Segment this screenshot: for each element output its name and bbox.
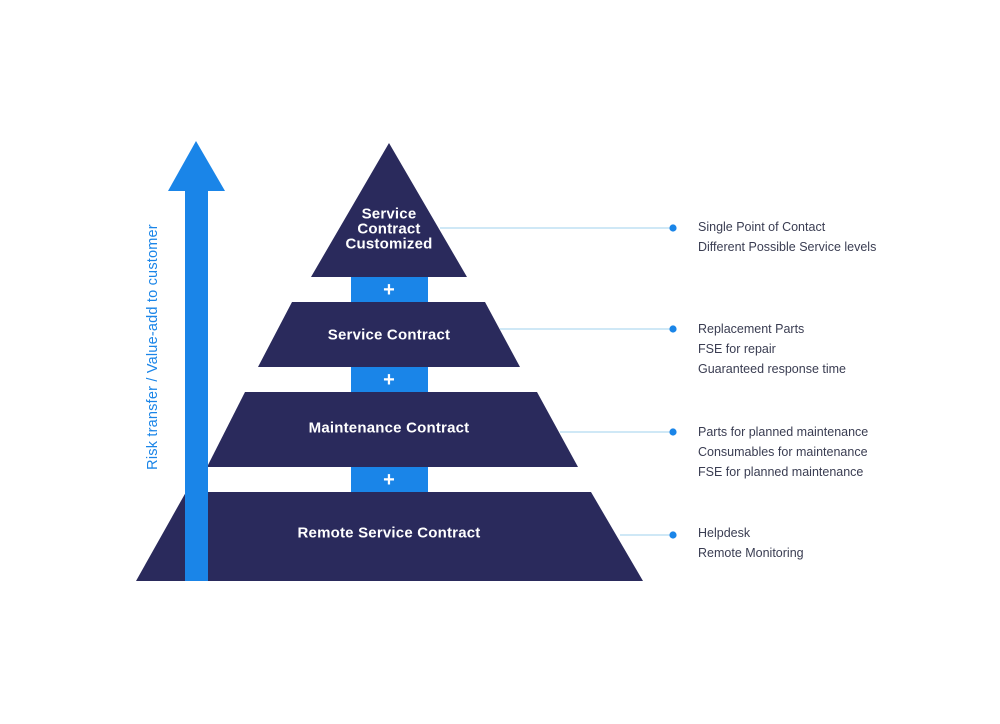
bullet-dot-tier-3 [669, 428, 677, 436]
plus-sign-1: + [383, 279, 395, 301]
arrow-shaft [185, 190, 208, 581]
tier-shape-1 [311, 143, 467, 277]
tier-label-remote-service-contract: Remote Service Contract [297, 524, 481, 542]
feature-item: Consumables for maintenance [698, 445, 868, 459]
tier-shape-2 [258, 302, 520, 367]
bullet-dot-tier-4 [669, 531, 677, 539]
plus-sign-2: + [383, 369, 395, 391]
feature-item: Replacement Parts [698, 322, 805, 336]
feature-item: Different Possible Service levels [698, 240, 877, 254]
feature-item: Guaranteed response time [698, 362, 847, 376]
feature-list-tier-1: Single Point of Contact Different Possib… [698, 217, 876, 257]
arrow-head [168, 141, 225, 191]
plus-sign-3: + [383, 469, 395, 491]
plus-connector-2 [351, 367, 428, 392]
bullet-dot-tier-1 [669, 224, 677, 232]
axis-label: Risk transfer / Value-add to customer [145, 224, 161, 470]
feature-item: Single Point of Contact [698, 220, 826, 234]
feature-item: Remote Monitoring [698, 546, 804, 560]
plus-connector-3 [351, 467, 428, 492]
plus-connector-1 [351, 277, 428, 302]
tier-label-maintenance-contract: Maintenance Contract [308, 419, 470, 437]
feature-list-tier-3: Parts for planned maintenance Consumable… [698, 422, 868, 482]
feature-list-tier-2: Replacement Parts FSE for repair Guarant… [698, 319, 846, 379]
feature-item: Parts for planned maintenance [698, 425, 869, 439]
feature-item: Helpdesk [698, 526, 751, 540]
feature-list-tier-4: Helpdesk Remote Monitoring [698, 523, 804, 563]
bullet-dot-tier-2 [669, 325, 677, 333]
tier-shape-4 [136, 492, 643, 581]
tier-label-service-contract-customized: Service Contract Customized [345, 205, 433, 253]
tier-label-service-contract: Service Contract [327, 326, 451, 344]
tier-shape-3 [207, 392, 578, 467]
feature-item: FSE for planned maintenance [698, 465, 864, 479]
feature-item: FSE for repair [698, 342, 776, 356]
